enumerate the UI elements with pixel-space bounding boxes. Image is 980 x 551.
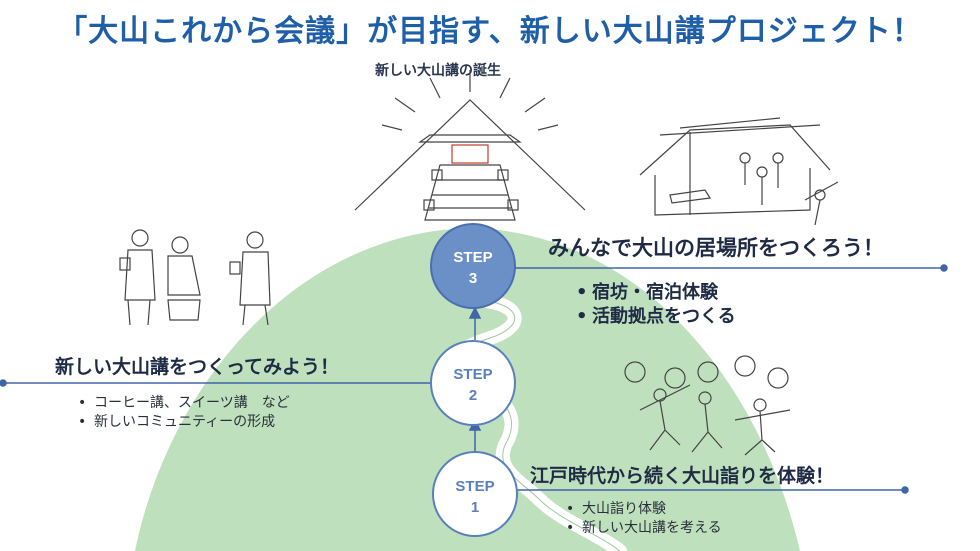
step-2-list: コーヒー講、スイーツ講 など 新しいコミュニティーの形成 <box>78 394 290 432</box>
step-2-heading: 新しい大山講をつくってみよう！ <box>55 356 340 378</box>
step-1-label: STEP <box>455 478 494 495</box>
step-1-list: 大山詣り体験 新しい大山講を考える <box>566 500 722 538</box>
coffee-people-sketch <box>119 229 271 326</box>
running-people-sketch <box>624 355 791 456</box>
step-3-list: 宿坊・宿泊体験 活動拠点をつくる <box>576 281 736 329</box>
step-2-number: 2 <box>469 387 477 404</box>
step-2-label: STEP <box>453 366 492 383</box>
list-item: 新しいコミュニティーの形成 <box>78 413 290 432</box>
list-item: 宿坊・宿泊体験 <box>576 281 736 305</box>
list-item: 大山詣り体験 <box>566 500 722 519</box>
house-sketch <box>639 117 839 226</box>
step-2-circle: STEP 2 <box>430 340 516 426</box>
step-3-label: STEP <box>453 249 492 266</box>
step-1-circle: STEP 1 <box>432 451 518 537</box>
list-item: 活動拠点をつくる <box>576 305 736 329</box>
step-1-heading: 江戸時代から続く大山詣りを体験！ <box>530 465 835 487</box>
connector-lines <box>0 264 948 494</box>
step-3-circle: STEP 3 <box>430 223 516 309</box>
list-item: 新しい大山講を考える <box>566 519 722 538</box>
shrine-sketch <box>354 70 586 221</box>
list-item: コーヒー講、スイーツ講 など <box>78 394 290 413</box>
step-3-number: 3 <box>469 270 477 287</box>
step-1-number: 1 <box>471 499 479 516</box>
step-3-heading: みんなで大山の居場所をつくろう！ <box>548 236 884 260</box>
page-title: 「大山これから会議」が目指す、新しい大山講プロジェクト！ <box>57 14 923 49</box>
